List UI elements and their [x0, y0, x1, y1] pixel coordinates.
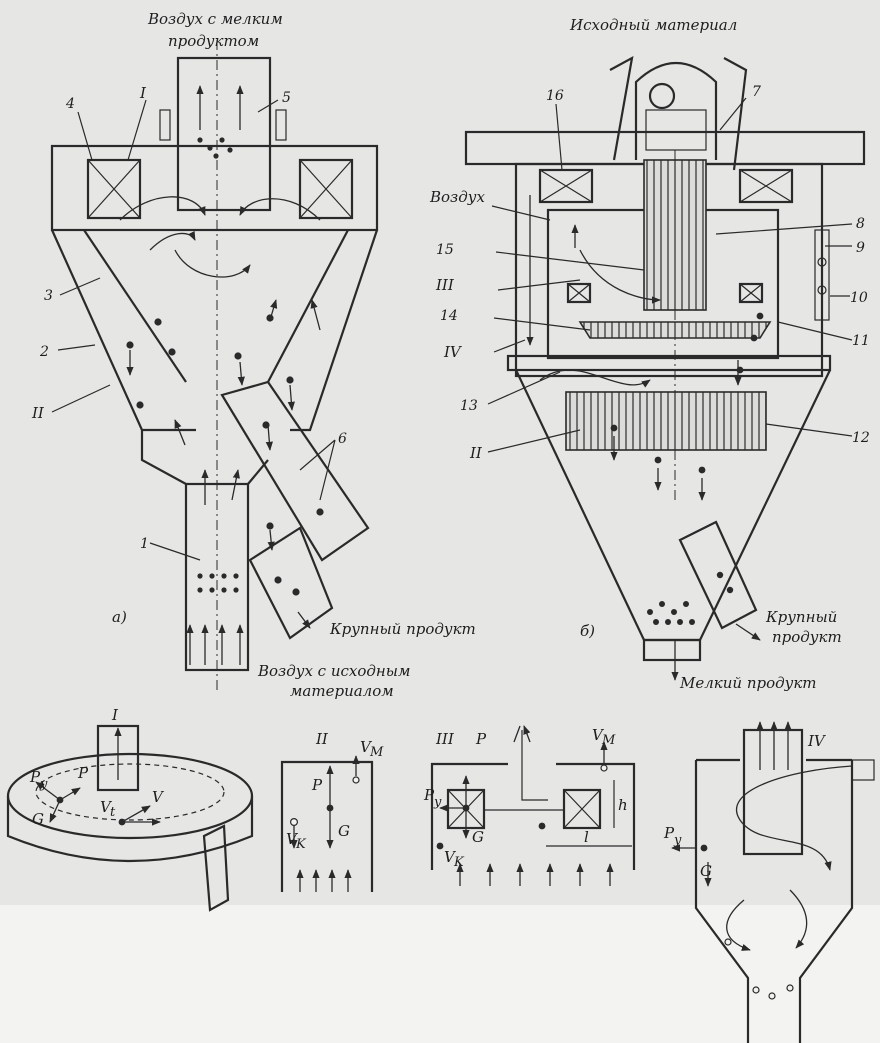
label-fine-product: Мелкий продукт: [679, 674, 817, 692]
label-coarse-a: Крупный продукт: [329, 620, 476, 638]
zone-I-a: I: [139, 84, 147, 102]
detail-II: [280, 755, 374, 892]
label-air: Воздух: [429, 188, 485, 206]
num-5: 5: [282, 90, 291, 106]
num-11: 11: [852, 333, 870, 349]
detail-III: [430, 726, 636, 886]
num-1: 1: [140, 536, 149, 552]
zone-III-b: III: [435, 276, 455, 294]
sym-Vm-sub-II: M: [369, 745, 384, 760]
sym-P-III: P: [475, 730, 487, 748]
sym-Py-III: P: [423, 786, 435, 804]
figure-b-classifier: [464, 55, 866, 681]
num-9: 9: [856, 240, 865, 256]
num-16: 16: [546, 88, 564, 104]
sym-V-I: V: [152, 788, 165, 806]
coarse-channel-2: [248, 526, 334, 640]
sym-Py-sub-IV: y: [673, 833, 682, 848]
label-air-fine-2: продуктом: [168, 32, 259, 50]
sym-l-III: l: [584, 828, 589, 846]
num-7: 7: [752, 84, 761, 100]
sym-Vt-sub-I: t: [110, 805, 116, 820]
num-8: 8: [856, 216, 865, 232]
coarse-channel-1: [220, 380, 370, 562]
sym-Vk-III: V: [444, 848, 457, 866]
fig-a-caption: а): [112, 608, 127, 626]
detail-I: [6, 724, 254, 912]
top-housing: [50, 144, 379, 232]
vane-box-left: [86, 158, 142, 220]
zone-II-detail: II: [315, 730, 329, 748]
label-coarse-b-2: продукт: [772, 628, 842, 646]
num-12: 12: [852, 430, 870, 446]
num-2: 2: [39, 344, 49, 360]
label-air-source-1: Воздух с исходным: [257, 662, 410, 680]
zone-IV-b: IV: [443, 343, 463, 361]
num-6: 6: [338, 431, 347, 447]
paper-edge: [0, 905, 880, 1043]
num-10: 10: [850, 290, 868, 306]
zone-IV-detail: IV: [807, 732, 827, 750]
sym-Vm-sub-III: M: [601, 733, 616, 748]
zone-III-detail: III: [435, 730, 455, 748]
num-15: 15: [436, 242, 454, 258]
label-coarse-b-1: Крупный: [765, 608, 837, 626]
louvre-ring: [565, 391, 767, 451]
coarse-outlet: [678, 520, 758, 630]
sym-Vt-I: V: [100, 798, 113, 816]
sym-Vk-II: V: [286, 830, 299, 848]
num-3: 3: [44, 288, 53, 304]
figure-a-classifier: [50, 40, 379, 690]
vane-box-right: [298, 158, 354, 220]
fine-outlet-duct: [176, 56, 272, 212]
sym-P-II: P: [311, 776, 323, 794]
detail-IV: [671, 721, 875, 1043]
zone-I-detail: I: [111, 706, 119, 724]
sym-h-III: h: [618, 796, 628, 814]
zone-II-b: II: [469, 444, 483, 462]
sym-Vk-sub-III: K: [453, 855, 465, 870]
sym-Vm-II: V: [360, 738, 373, 756]
zone-II-a: II: [31, 404, 45, 422]
sym-Py-IV: P: [663, 824, 675, 842]
sym-Vk-sub-II: K: [295, 837, 307, 852]
num-14: 14: [440, 308, 458, 324]
sym-Py-I: P: [29, 768, 41, 786]
label-air-fine-1: Воздух с мелким: [147, 10, 283, 28]
sym-G-II: G: [338, 822, 350, 840]
sym-Py-sub-I: y: [39, 777, 48, 792]
fig-b-caption: б): [580, 622, 595, 640]
num-13: 13: [460, 398, 478, 414]
sym-Py-sub-III: y: [433, 795, 442, 810]
sym-Vm-III: V: [592, 726, 605, 744]
sym-P-I: P: [77, 764, 89, 782]
sym-G-III: G: [472, 828, 484, 846]
sym-G-IV: G: [700, 862, 712, 880]
label-source-material: Исходный материал: [569, 16, 737, 34]
num-4: 4: [65, 96, 75, 112]
label-air-source-2: материалом: [290, 682, 394, 700]
rotor-disk: [578, 321, 772, 339]
sym-G-I: G: [32, 810, 44, 828]
